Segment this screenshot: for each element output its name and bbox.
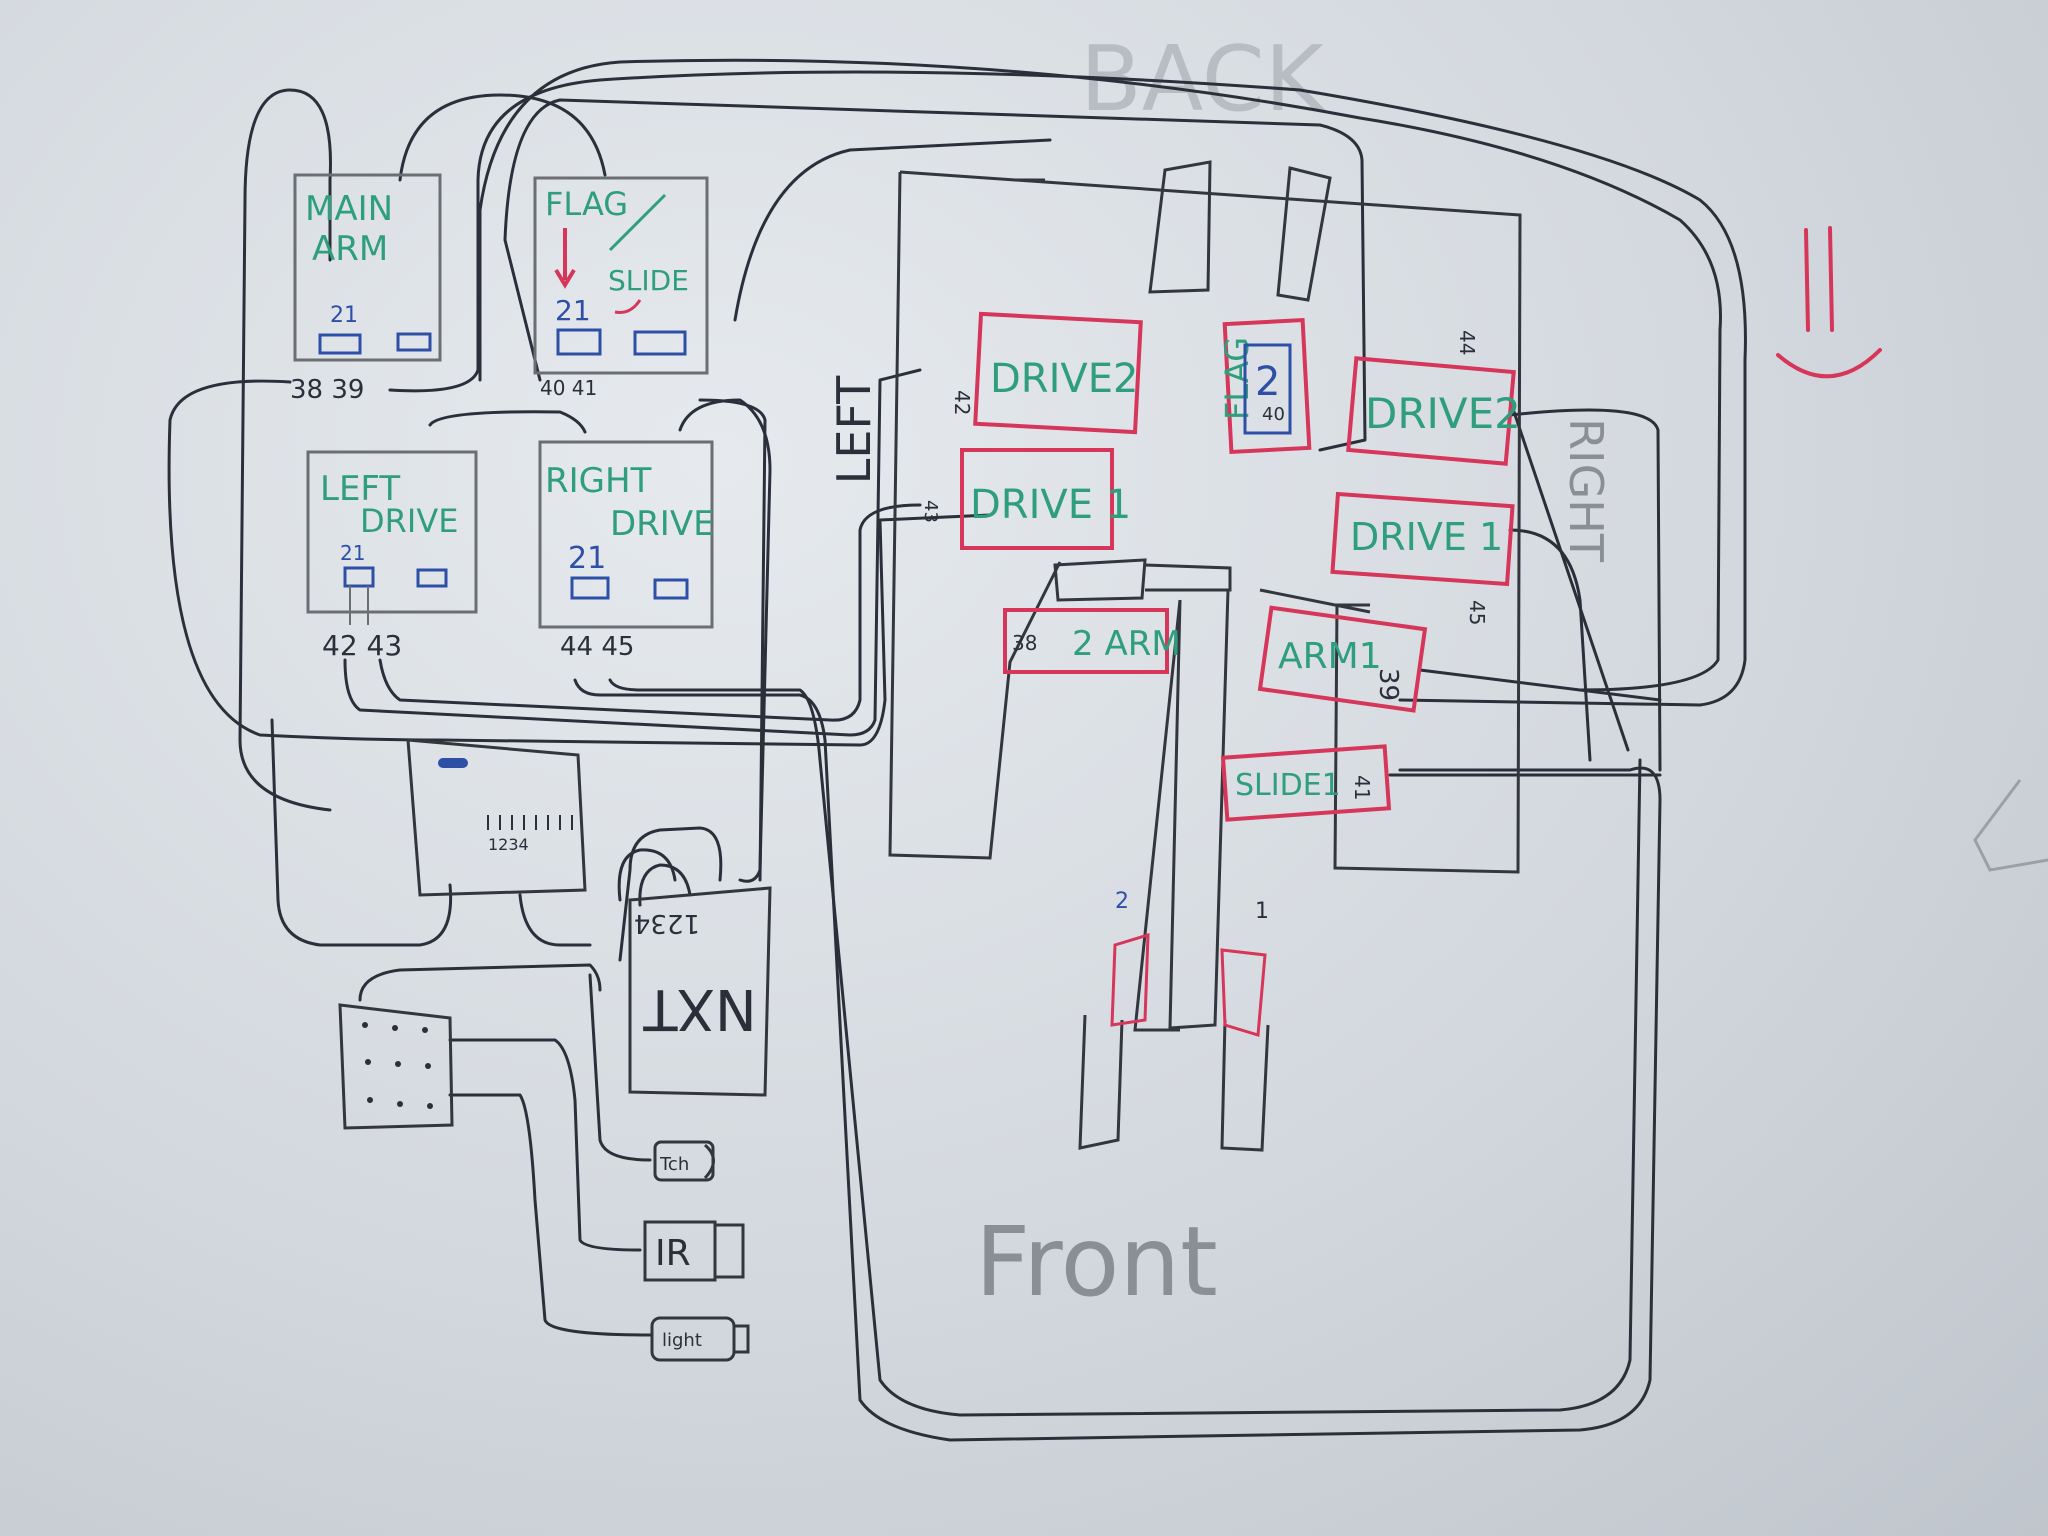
main-arm-pins: 38 39 [290, 375, 364, 405]
keypad [338, 1003, 454, 1130]
slide1-pin: 41 [1350, 775, 1374, 800]
battery-hub: 1234 [406, 738, 587, 897]
right-drive1-pin: 45 [1465, 600, 1489, 625]
right-drive-controller: RIGHT DRIVE 21 44 45 [538, 440, 715, 662]
left-label: LEFT [827, 375, 881, 484]
arm2-pin: 38 [1012, 631, 1037, 655]
left-drive-controller: LEFT DRIVE 21 42 43 [306, 450, 478, 662]
motor-flag: FLAG 2 40 [1218, 317, 1312, 455]
nxt-ports: 1234 [634, 908, 700, 938]
motor-arm2: 2 ARM 38 [1003, 608, 1181, 674]
right-drive-label-line2: DRIVE [610, 504, 715, 544]
motor-left-drive1: DRIVE 1 43 [920, 448, 1131, 550]
main-arm-label-line2: ARM [312, 229, 388, 269]
left-drive-pins: 42 43 [322, 629, 402, 662]
flag-slide-controller: FLAG SLIDE 21 40 41 [533, 176, 709, 400]
light-sensor: light [650, 1316, 750, 1362]
flag-motor-number: 2 [1255, 359, 1280, 405]
slide1-label: SLIDE1 [1235, 768, 1341, 803]
curved-arrow-icon [614, 299, 642, 314]
left-drive1-pin: 43 [920, 500, 941, 523]
flag-slide-label-line2: SLIDE [608, 264, 689, 297]
main-arm-controller: MAIN ARM 21 38 39 [290, 173, 442, 405]
claw-left-number: 2 [1115, 889, 1129, 914]
motor-slide1: SLIDE1 41 [1220, 744, 1392, 822]
left-drive-label-line2: DRIVE [360, 502, 458, 540]
port-icon [416, 568, 448, 588]
nxt-brick: 1234 NXT [628, 886, 772, 1097]
motor-right-drive2: DRIVE2 44 [1346, 330, 1521, 466]
smudge-mark [1973, 779, 2048, 872]
arm1-pin: 39 [1373, 668, 1403, 701]
port-icon [653, 578, 689, 600]
battery-indicator-icon [438, 758, 468, 768]
flag-motor-pin: 40 [1262, 404, 1285, 425]
main-arm-channels: 21 [330, 303, 358, 328]
front-label: Front [975, 1206, 1218, 1318]
port-icon [556, 328, 602, 356]
flag-motor-label: FLAG [1218, 337, 1256, 420]
right-drive-label-line1: RIGHT [545, 461, 652, 501]
left-drive2-label: DRIVE2 [990, 356, 1138, 402]
keypad-dots-icon [362, 1022, 433, 1109]
right-drive-pins: 44 45 [560, 632, 634, 662]
touch-sensor-label: Tch [659, 1154, 689, 1175]
right-label: RIGHT [1559, 418, 1613, 563]
ir-sensor: IR [643, 1220, 745, 1282]
main-arm-label-line1: MAIN [305, 189, 393, 229]
motor-left-drive2: DRIVE2 42 [950, 311, 1143, 435]
left-drive-label-line1: LEFT [320, 469, 400, 509]
right-drive2-pin: 44 [1455, 330, 1479, 355]
flag-slide-pins: 40 41 [540, 376, 597, 400]
battery-ports: 1234 [488, 835, 529, 854]
left-drive1-label: DRIVE 1 [970, 482, 1131, 528]
claw-right-number: 1 [1255, 899, 1269, 924]
touch-sensor: Tch [653, 1140, 715, 1182]
port-icon [343, 566, 375, 588]
motor-right-drive1: DRIVE 1 45 [1330, 491, 1515, 625]
port-icon [633, 330, 687, 356]
claw-icon [1220, 948, 1267, 1037]
left-drive-channels: 21 [340, 541, 365, 565]
ir-sensor-label: IR [655, 1233, 691, 1274]
right-drive-channels: 21 [568, 541, 606, 576]
left-drive2-pin: 42 [950, 390, 974, 415]
pin-row-icon [487, 815, 573, 830]
flag-motor-port-icon [1243, 343, 1292, 435]
flag-slide-label-line1: FLAG [545, 185, 628, 223]
wires [167, 58, 1747, 1442]
right-drive2-label: DRIVE2 [1365, 389, 1521, 438]
arm2-label: 2 ARM [1072, 624, 1181, 664]
rotation-arrow-icon [1776, 226, 1882, 379]
port-icon [396, 332, 432, 352]
motor-arm1: ARM1 39 [1257, 605, 1428, 713]
right-drive1-label: DRIVE 1 [1350, 515, 1503, 559]
robot-chassis: 2 1 [888, 160, 1522, 1152]
arm1-label: ARM1 [1278, 636, 1382, 677]
port-icon [570, 576, 610, 600]
claw-icon [1110, 932, 1150, 1027]
down-arrow-icon [554, 268, 576, 289]
port-icon [318, 333, 362, 355]
flag-slide-channels: 21 [555, 294, 591, 327]
nxt-label: NXT [642, 976, 756, 1041]
light-sensor-label: light [662, 1330, 702, 1351]
